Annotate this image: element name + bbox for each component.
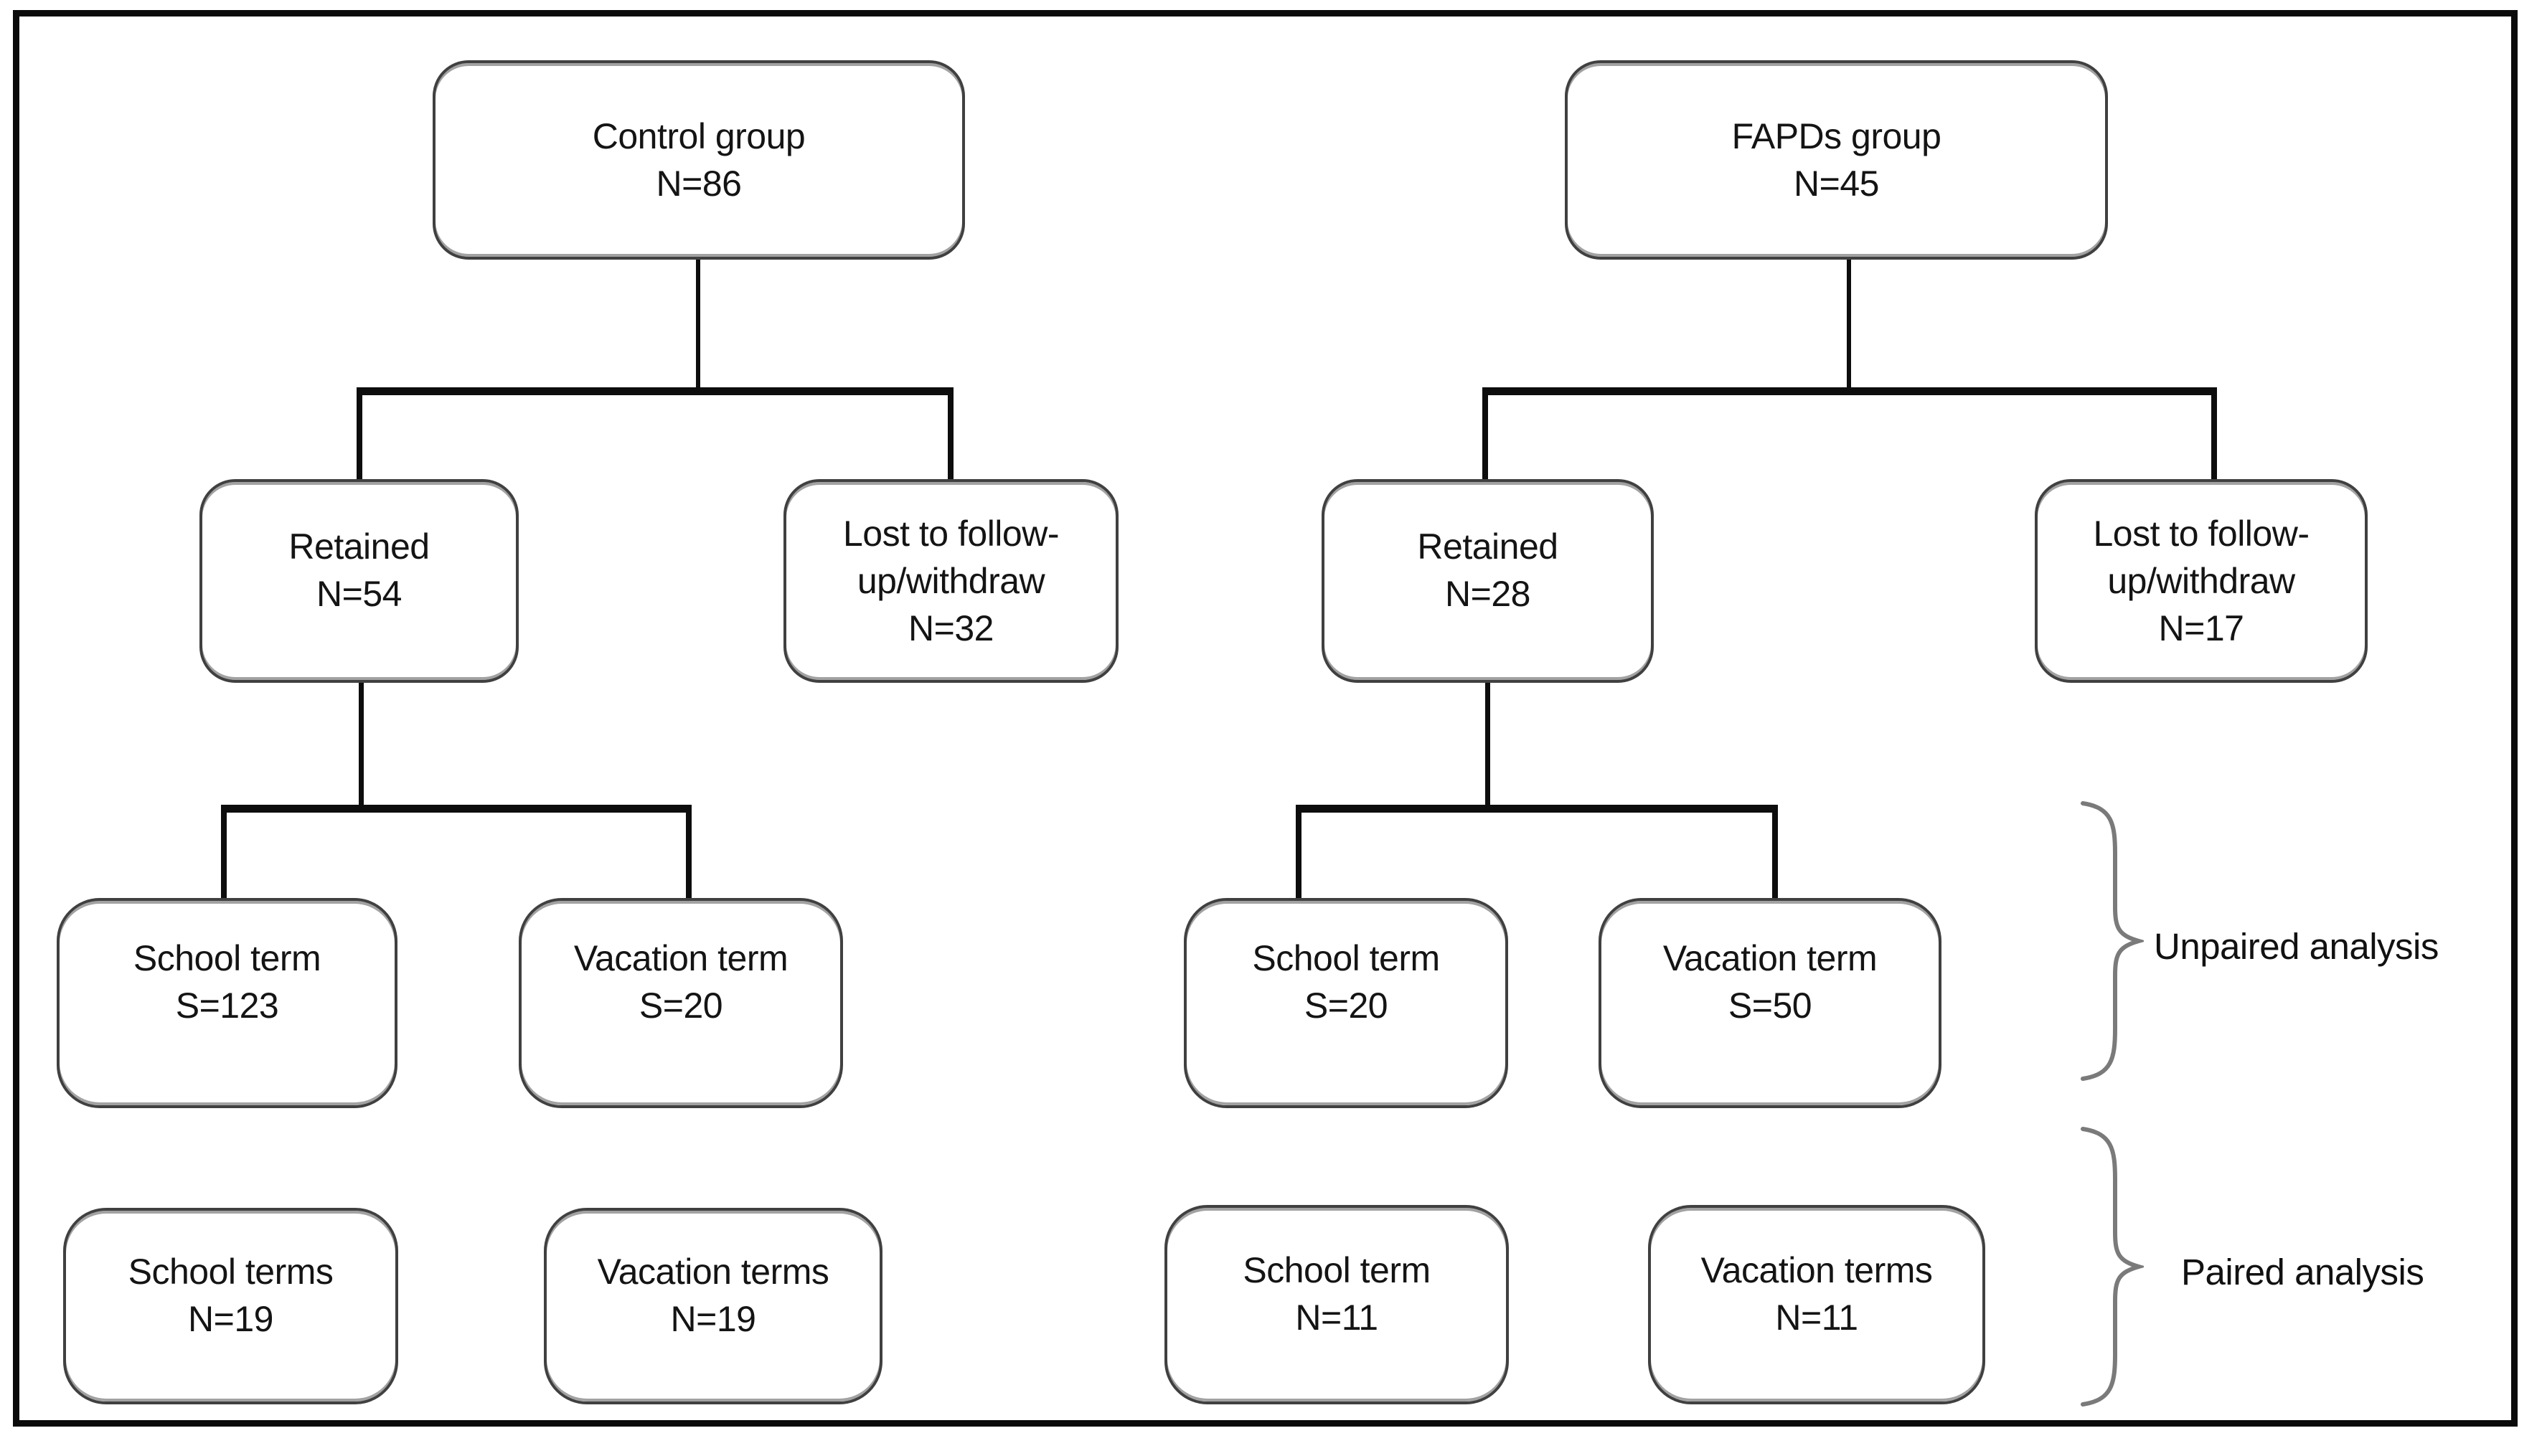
- connector-control-drop-right: [948, 387, 954, 481]
- connector-fapds-drop-right: [2211, 387, 2217, 481]
- connector-retained-c-drop-right: [686, 805, 692, 899]
- curly-brace-paired: [2081, 1127, 2144, 1407]
- connector-retained-f-branch: [1296, 805, 1778, 813]
- node-label: Retained: [1417, 526, 1558, 567]
- node-label: Vacation terms: [1700, 1250, 1933, 1290]
- paired-analysis-label: Paired analysis: [2181, 1252, 2424, 1292]
- connector-control-drop-left: [357, 387, 362, 481]
- node-label: Control group: [592, 116, 806, 156]
- node-fapds-vacation-term: Vacation term S=50: [1599, 898, 1941, 1108]
- node-count: N=45: [1794, 164, 1879, 204]
- node-count: S=123: [175, 985, 279, 1026]
- node-count: S=20: [1304, 985, 1388, 1026]
- node-control-retained: Retained N=54: [199, 479, 519, 683]
- connector-fapds-drop-left: [1482, 387, 1488, 481]
- node-control-school-term: School term S=123: [57, 898, 397, 1108]
- node-count: N=17: [2158, 608, 2244, 648]
- node-count: S=20: [639, 985, 723, 1026]
- connector-retained-c-drop-left: [221, 805, 227, 899]
- node-label: School terms: [128, 1252, 334, 1292]
- node-fapds-school-paired: School term N=11: [1164, 1205, 1509, 1404]
- connector-fapds-stem: [1847, 260, 1851, 390]
- connector-retained-f-stem: [1485, 681, 1490, 810]
- node-label: Lost to follow-up/withdraw: [2093, 514, 2310, 601]
- node-control-group: Control group N=86: [433, 60, 965, 260]
- node-label: School term: [133, 937, 321, 978]
- node-label: Retained: [288, 526, 430, 567]
- node-count: N=86: [656, 164, 742, 204]
- node-control-vacation-paired: Vacation terms N=19: [544, 1208, 882, 1404]
- node-label: School term: [1252, 937, 1440, 978]
- node-count: N=28: [1445, 574, 1530, 614]
- node-count: N=19: [188, 1299, 273, 1339]
- node-control-vacation-term: Vacation term S=20: [519, 898, 843, 1108]
- node-count: N=11: [1775, 1297, 1858, 1338]
- connector-control-branch: [357, 387, 954, 395]
- node-count: N=19: [670, 1299, 756, 1339]
- connector-retained-c-branch: [221, 805, 692, 813]
- connector-control-stem: [696, 260, 700, 390]
- node-fapds-retained: Retained N=28: [1322, 479, 1654, 683]
- node-fapds-lost: Lost to follow-up/withdraw N=17: [2035, 479, 2368, 683]
- curly-brace-unpaired: [2081, 801, 2144, 1081]
- node-control-school-paired: School terms N=19: [63, 1208, 398, 1404]
- node-label: Vacation term: [573, 937, 789, 978]
- connector-retained-f-drop-left: [1296, 805, 1301, 899]
- node-label: FAPDs group: [1731, 116, 1941, 156]
- connector-retained-f-drop-right: [1772, 805, 1778, 899]
- node-count: N=32: [908, 608, 994, 648]
- node-control-lost: Lost to follow-up/withdraw N=32: [783, 479, 1119, 683]
- figure-border: [13, 10, 2518, 1427]
- node-fapds-group: FAPDs group N=45: [1565, 60, 2108, 260]
- node-count: N=54: [316, 574, 402, 614]
- node-label: Lost to follow-up/withdraw: [843, 514, 1059, 601]
- node-fapds-vacation-paired: Vacation terms N=11: [1648, 1205, 1985, 1404]
- node-label: Vacation terms: [597, 1252, 829, 1292]
- node-count: S=50: [1728, 985, 1812, 1026]
- node-label: Vacation term: [1662, 937, 1878, 978]
- node-label: School term: [1243, 1250, 1431, 1290]
- unpaired-analysis-label: Unpaired analysis: [2154, 926, 2439, 967]
- node-fapds-school-term: School term S=20: [1184, 898, 1508, 1108]
- connector-retained-c-stem: [359, 681, 364, 810]
- connector-fapds-branch: [1482, 387, 2217, 395]
- node-count: N=11: [1295, 1297, 1378, 1338]
